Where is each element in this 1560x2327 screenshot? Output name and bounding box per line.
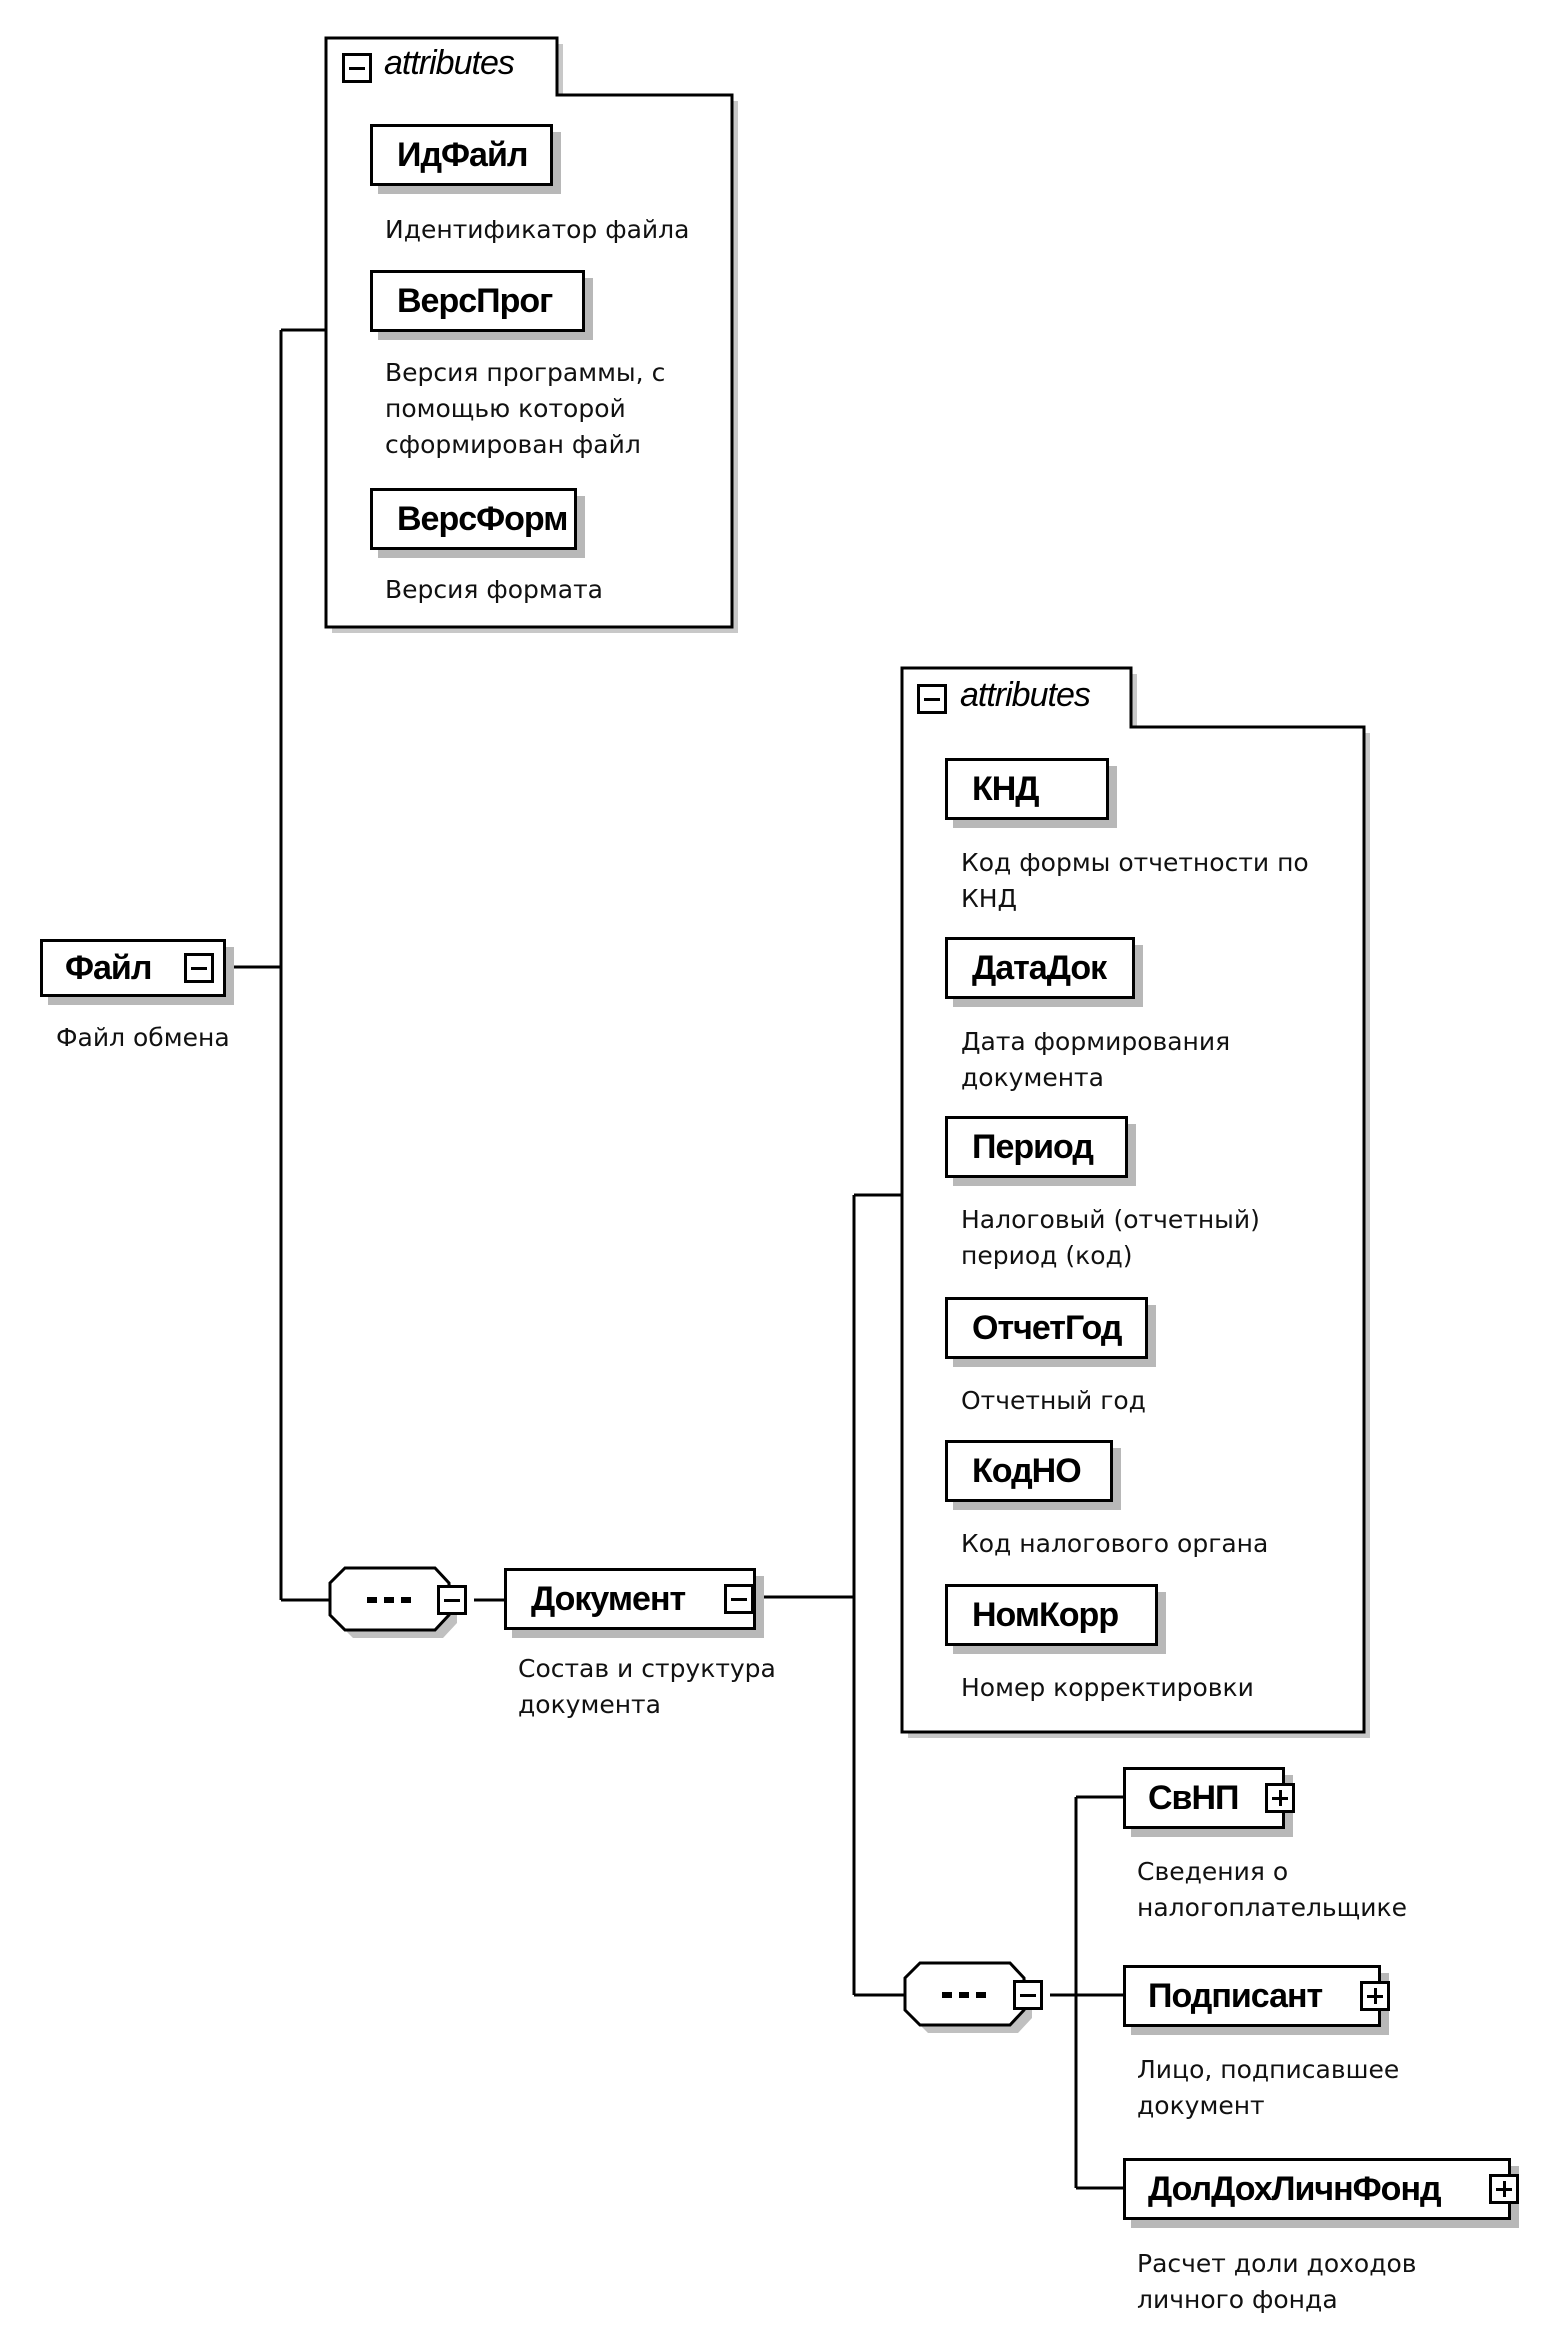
attr-description: Код налогового органа — [961, 1526, 1268, 1562]
document-collapse-icon[interactable] — [724, 1584, 754, 1614]
attr-description: Номер корректировки — [961, 1670, 1254, 1706]
attr-node-idfile[interactable]: ИдФайл — [370, 124, 553, 186]
attr-label: ОтчетГод — [972, 1308, 1122, 1347]
attr-description: Отчетный год — [961, 1383, 1146, 1419]
attr-description: Версия программы, с помощью которой сфор… — [385, 355, 665, 463]
doc-attributes-group — [900, 666, 1366, 1734]
description-line: Код формы отчетности по — [961, 848, 1309, 877]
attr-node-datadok[interactable]: ДатаДок — [945, 937, 1135, 999]
attr-description: Дата формирования документа — [961, 1024, 1230, 1096]
description-line: Код налогового органа — [961, 1529, 1269, 1558]
root-element-label: Файл — [65, 948, 152, 987]
child-label: СвНП — [1148, 1778, 1239, 1817]
attr-description: Налоговый (отчетный) период (код) — [961, 1202, 1260, 1274]
document-element-node[interactable]: Документ — [504, 1568, 756, 1630]
description-line: Сведения о — [1137, 1857, 1289, 1886]
attr-node-knd[interactable]: КНД — [945, 758, 1109, 820]
root-collapse-icon[interactable] — [184, 953, 214, 983]
attr-description: Версия формата — [385, 572, 603, 608]
attr-label: ДатаДок — [972, 948, 1107, 987]
attr-label: ВерсПрог — [397, 281, 553, 320]
attr-label: Период — [972, 1127, 1094, 1166]
attr-label: ИдФайл — [397, 135, 528, 174]
description-line: помощью которой — [385, 394, 626, 423]
attr-description: Код формы отчетности по КНД — [961, 845, 1309, 917]
doc-sequence-collapse-icon[interactable] — [1013, 1980, 1043, 2010]
attr-label: КНД — [972, 769, 1040, 808]
description-line: Дата формирования — [961, 1027, 1231, 1056]
attr-node-period[interactable]: Период — [945, 1116, 1128, 1178]
attr-description: Идентификатор файла — [385, 212, 689, 248]
description-line: личного фонда — [1137, 2285, 1338, 2314]
description-line: документ — [1137, 2091, 1265, 2120]
child-expand-icon[interactable] — [1360, 1981, 1390, 2011]
child-label: ДолДохЛичнФонд — [1148, 2169, 1442, 2208]
description-line: налогоплательщике — [1137, 1893, 1407, 1922]
sequence-collapse-icon[interactable] — [437, 1585, 467, 1615]
description-line: Номер корректировки — [961, 1673, 1254, 1702]
description-line: документа — [961, 1063, 1104, 1092]
file-attributes-title: attributes — [384, 44, 515, 82]
attr-node-versform[interactable]: ВерсФорм — [370, 488, 577, 550]
document-element-label: Документ — [531, 1579, 686, 1618]
description-line: Идентификатор файла — [385, 215, 690, 244]
root-description: Файл обмена — [56, 1023, 230, 1052]
attr-label: НомКорр — [972, 1595, 1119, 1634]
child-expand-icon[interactable] — [1489, 2174, 1519, 2204]
attr-label: КодНО — [972, 1451, 1082, 1490]
description-line: период (код) — [961, 1241, 1133, 1270]
child-node-doldohlichnfond[interactable]: ДолДохЛичнФонд — [1123, 2158, 1511, 2220]
child-label: Подписант — [1148, 1976, 1323, 2015]
attr-node-nomkorr[interactable]: НомКорр — [945, 1584, 1158, 1646]
child-node-svnp[interactable]: СвНП — [1123, 1767, 1285, 1829]
description-line: Версия формата — [385, 575, 603, 604]
child-description: Лицо, подписавшее документ — [1137, 2052, 1399, 2124]
description-line: Отчетный год — [961, 1386, 1146, 1415]
description-line: документа — [518, 1690, 661, 1719]
attr-label: ВерсФорм — [397, 499, 568, 538]
doc-attributes-collapse-icon[interactable] — [917, 684, 947, 714]
description-line: сформирован файл — [385, 430, 641, 459]
doc-sequence-dots-icon — [942, 1992, 986, 1998]
description-line: Налоговый (отчетный) — [961, 1205, 1260, 1234]
sequence-dots-icon — [367, 1597, 411, 1603]
document-description: Состав и структура документа — [518, 1651, 776, 1723]
description-line: КНД — [961, 884, 1018, 913]
file-attributes-collapse-icon[interactable] — [342, 53, 372, 83]
child-description: Сведения о налогоплательщике — [1137, 1854, 1407, 1926]
description-line: Версия программы, с — [385, 358, 666, 387]
attr-node-versprog[interactable]: ВерсПрог — [370, 270, 585, 332]
attr-node-kodno[interactable]: КодНО — [945, 1440, 1113, 1502]
description-line: Расчет доли доходов — [1137, 2249, 1417, 2278]
attr-node-otchetgod[interactable]: ОтчетГод — [945, 1297, 1148, 1359]
description-line: Состав и структура — [518, 1654, 776, 1683]
description-line: Лицо, подписавшее — [1137, 2055, 1400, 2084]
child-expand-icon[interactable] — [1265, 1783, 1295, 1813]
child-node-podpisant[interactable]: Подписант — [1123, 1965, 1381, 2027]
child-description: Расчет доли доходов личного фонда — [1137, 2246, 1417, 2318]
doc-attributes-title: attributes — [960, 676, 1091, 714]
